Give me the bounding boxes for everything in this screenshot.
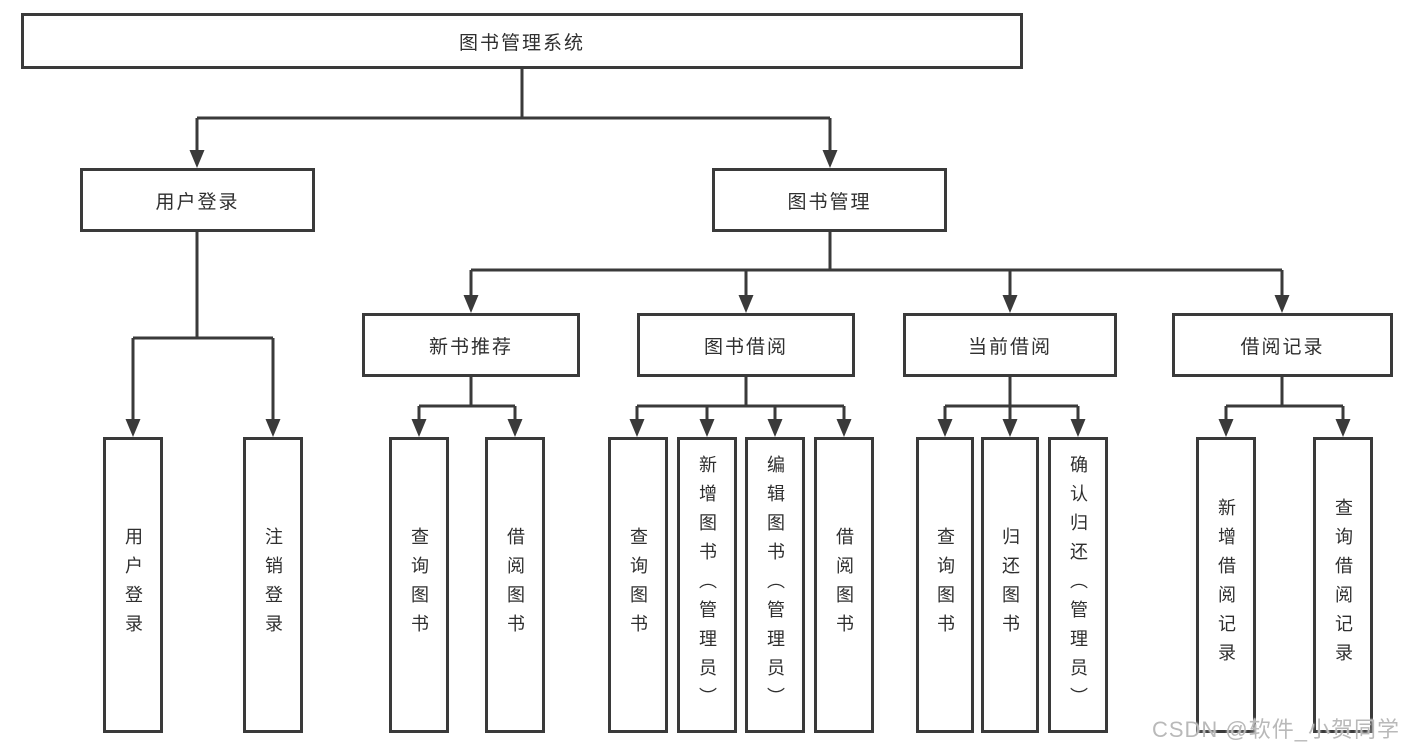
leaf-borrow-books-recommend: 借阅图书 xyxy=(485,437,545,733)
arrowhead-icons xyxy=(125,150,1351,437)
node-current-borrowing: 当前借阅 xyxy=(903,313,1117,377)
leaf-edit-books-admin: 编辑图书（管理员） xyxy=(745,437,805,733)
node-user-login-module: 用户登录 xyxy=(80,168,315,232)
leaf-return-books: 归还图书 xyxy=(981,437,1039,733)
leaf-add-books-admin: 新增图书（管理员） xyxy=(677,437,737,733)
node-label: 新增借阅记录 xyxy=(1216,498,1236,672)
node-label: 确认归还（管理员） xyxy=(1068,454,1088,716)
leaf-query-books-borrowing: 查询图书 xyxy=(608,437,668,733)
node-label: 编辑图书（管理员） xyxy=(765,454,785,716)
node-label: 用户登录 xyxy=(155,191,240,213)
node-book-borrowing: 图书借阅 xyxy=(637,313,855,377)
node-label: 查询图书 xyxy=(409,527,429,643)
node-new-book-recommend: 新书推荐 xyxy=(362,313,580,377)
node-borrowing-records: 借阅记录 xyxy=(1172,313,1393,377)
node-label: 查询图书 xyxy=(628,527,648,643)
node-label: 借阅图书 xyxy=(834,527,854,643)
node-label: 查询借阅记录 xyxy=(1333,498,1353,672)
node-label: 新书推荐 xyxy=(428,336,513,358)
node-label: 查询图书 xyxy=(935,527,955,643)
node-label: 当前借阅 xyxy=(967,336,1052,358)
node-label: 图书借阅 xyxy=(703,336,788,358)
node-label: 借阅图书 xyxy=(505,527,525,643)
leaf-borrow-books: 借阅图书 xyxy=(814,437,874,733)
node-label: 归还图书 xyxy=(1000,527,1020,643)
leaf-add-borrow-record: 新增借阅记录 xyxy=(1196,437,1256,733)
node-label: 新增图书（管理员） xyxy=(697,454,717,716)
node-label: 图书管理 xyxy=(787,191,872,213)
node-label: 注销登录 xyxy=(263,527,283,643)
node-book-management-module: 图书管理 xyxy=(712,168,947,232)
csdn-watermark: CSDN @软件_小贺同学 xyxy=(1151,717,1400,742)
leaf-confirm-return-admin: 确认归还（管理员） xyxy=(1048,437,1108,733)
node-label: 图书管理系统 xyxy=(458,32,585,54)
node-label: 借阅记录 xyxy=(1240,336,1325,358)
leaf-logout: 注销登录 xyxy=(243,437,303,733)
leaf-query-books-current: 查询图书 xyxy=(916,437,974,733)
leaf-user-login: 用户登录 xyxy=(103,437,163,733)
leaf-query-borrow-record: 查询借阅记录 xyxy=(1313,437,1373,733)
leaf-query-books-recommend: 查询图书 xyxy=(389,437,449,733)
node-library-management-system: 图书管理系统 xyxy=(21,13,1023,69)
node-label: 用户登录 xyxy=(123,527,143,643)
